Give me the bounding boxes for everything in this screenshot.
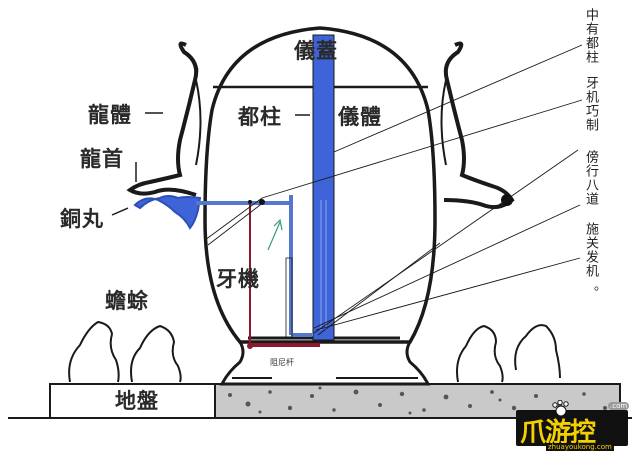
leader-line-5 [315, 257, 581, 331]
label-damper-rod: 阻尼杆 [270, 358, 294, 367]
leader-line-1 [333, 44, 583, 153]
paw-icon [552, 400, 569, 416]
logo-com-badge: .com [608, 402, 630, 410]
right-dragon-body [443, 41, 515, 210]
stone-texture [228, 386, 607, 415]
leader-line-2 [261, 99, 583, 199]
watermark-logo: 爪游控 .com zhuayoukong.com [516, 400, 634, 452]
right-toads [456, 324, 561, 383]
leader-line-4 [313, 204, 581, 329]
label-instrument-body: 儀體 [338, 104, 382, 129]
green-arrow [267, 221, 281, 251]
label-bronze-ball: 銅丸 [60, 206, 104, 231]
label-dragon-body: 龍體 [88, 102, 132, 127]
left-bronze-ball [133, 195, 202, 230]
annotation-4: 施关发机 [583, 222, 598, 278]
label-top-cover: 儀蓋 [294, 38, 338, 63]
logo-background [516, 410, 628, 446]
logo-url: zhuayoukong.com [546, 443, 614, 451]
label-toads: 蟾蜍 [105, 288, 149, 313]
leader-line-3 [313, 149, 579, 334]
label-tooth-mechanism: 牙機 [216, 266, 260, 291]
label-central-pillar: 都柱 [238, 104, 282, 129]
left-toads [68, 320, 182, 383]
label-dragon-head: 龍首 [80, 146, 124, 171]
label-base: 地盤 [115, 388, 159, 413]
annotation-5: 。 [583, 286, 598, 300]
annotation-3: 傍行八道 [583, 150, 598, 206]
left-dragon-body [126, 41, 199, 197]
central-pillar [312, 34, 335, 341]
annotation-1: 中有都柱 [583, 8, 598, 64]
annotation-2: 牙机巧制 [583, 76, 598, 132]
